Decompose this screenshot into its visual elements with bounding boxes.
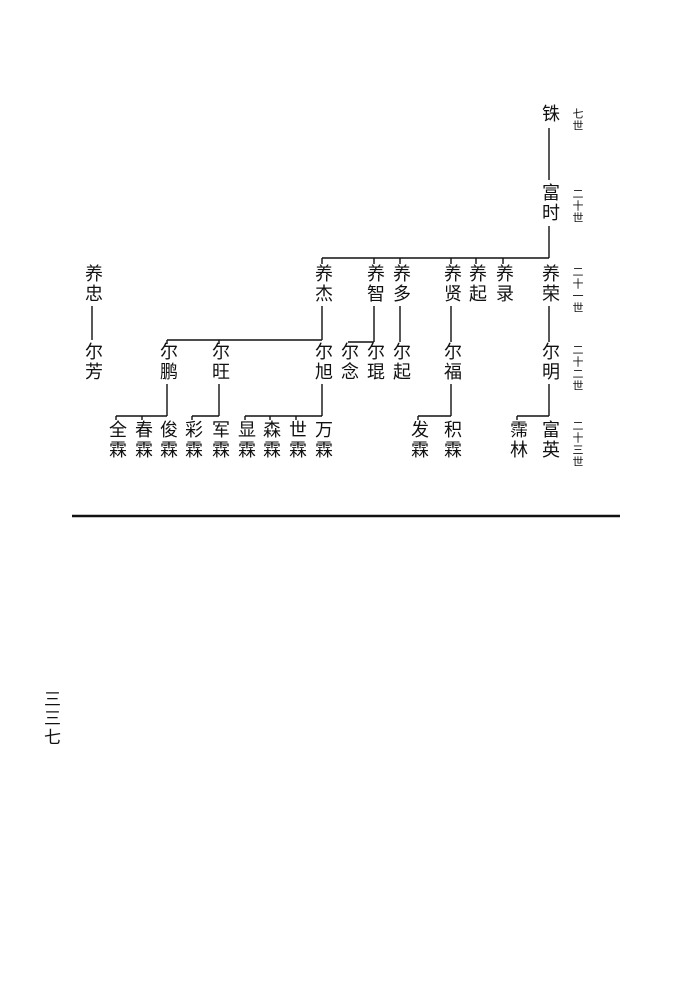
person-name: 军霖 (209, 420, 230, 460)
person-name: 春霖 (132, 420, 153, 460)
person-name: 养起 (466, 264, 487, 304)
person-name: 养荣 (539, 264, 560, 304)
person-name: 尔芳 (82, 342, 103, 382)
person-name: 养智 (364, 264, 385, 304)
person-name: 显霖 (235, 420, 256, 460)
person-name: 养录 (493, 264, 514, 304)
person-name: 富英 (539, 420, 560, 460)
person-name: 尔旺 (209, 342, 230, 382)
person-name: 森霖 (260, 420, 281, 460)
person-name: 养忠 (82, 264, 103, 304)
person-name: 养多 (390, 264, 411, 304)
person-name: 养贤 (441, 264, 462, 304)
person-name: 霈林 (507, 420, 528, 460)
person-name: 俊霖 (157, 420, 178, 460)
person-name: 尔念 (338, 342, 359, 382)
person-name: 养杰 (312, 264, 333, 304)
person-name: 发霖 (408, 420, 429, 460)
person-name: 全霖 (106, 420, 127, 460)
person-name: 尔旭 (312, 342, 333, 382)
person-name: 尔琨 (364, 342, 385, 382)
generation-label: 二十二世 (571, 344, 584, 392)
person-name: 铢 (539, 104, 560, 124)
person-name: 尔明 (539, 342, 560, 382)
person-name: 积霖 (441, 420, 462, 460)
person-name: 尔鹏 (157, 342, 178, 382)
generation-label: 二十一世 (571, 266, 584, 314)
person-name: 尔福 (441, 342, 462, 382)
page-number: 三三七 (40, 690, 60, 747)
person-name: 万霖 (312, 420, 333, 460)
person-name: 尔起 (390, 342, 411, 382)
generation-label: 七世 (571, 108, 584, 132)
person-name: 彩霖 (182, 420, 203, 460)
generation-label: 二十世 (571, 188, 584, 224)
person-name: 富时 (539, 183, 560, 223)
generation-label: 二十三世 (571, 420, 584, 468)
person-name: 世霖 (286, 420, 307, 460)
